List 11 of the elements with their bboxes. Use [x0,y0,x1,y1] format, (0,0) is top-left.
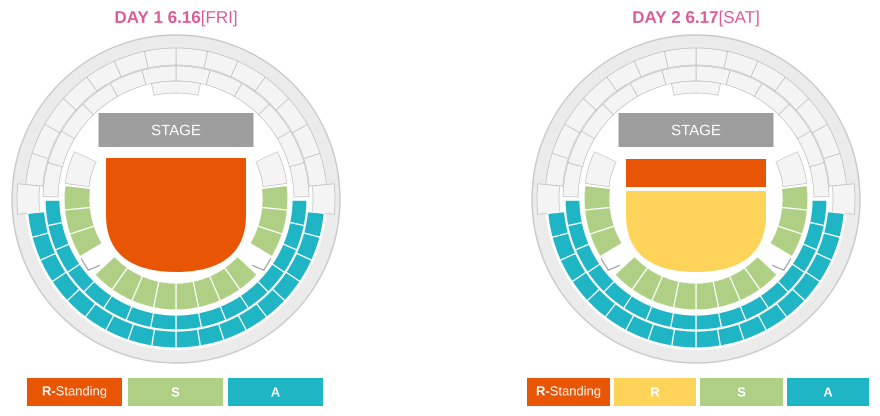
legend-key: A [228,378,323,406]
day-heading: DAY 1 6.16[FRI] [116,10,236,26]
legend-key: R [614,378,696,406]
day-heading: DAY 2 6.17[SAT] [633,10,759,26]
legend-key: A [787,378,869,406]
legend-key: S [128,378,223,406]
legend-key: R-Standing [27,378,122,406]
legend-key: S [700,378,783,406]
legend-key: R-Standing [527,378,610,406]
stage-box: STAGE [618,113,774,147]
stage-box: STAGE [98,113,254,147]
